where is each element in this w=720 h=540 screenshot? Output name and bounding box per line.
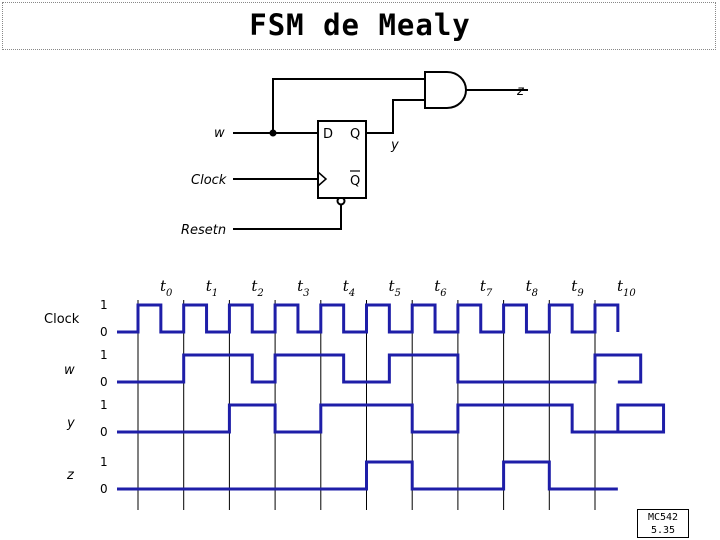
slide-number-badge: MC542 5.35 (637, 509, 689, 538)
signal-name: z (66, 468, 75, 483)
label-z: z (516, 84, 525, 99)
course-code: MC542 (647, 512, 679, 523)
time-label-sub: 9 (577, 288, 584, 299)
label-w: w (214, 126, 225, 141)
time-label-sub: 4 (348, 288, 355, 299)
time-label: t8 (526, 277, 538, 299)
time-label: t9 (571, 277, 584, 299)
title-frame (2, 2, 716, 50)
time-label: t6 (434, 277, 447, 299)
time-label: t10 (617, 277, 636, 299)
label-ff-qbar: Q (350, 174, 360, 189)
signal-name: Clock (44, 312, 80, 327)
time-label-sub: 10 (623, 288, 636, 299)
level-high-label: 1 (100, 348, 108, 362)
signal-name: w (64, 363, 75, 378)
wire-w-to-and (272, 78, 425, 133)
slide-title: FSM de Mealy (249, 8, 471, 42)
signal-name: y (66, 416, 75, 431)
time-label-sub: 2 (256, 288, 263, 299)
waveforms (117, 303, 666, 491)
time-labels: t0 t1 t2 t3 t4 t5 t6 t7 t8 t9 t10 (160, 277, 636, 299)
level-low-label: 0 (100, 482, 108, 496)
slide-number: 5.35 (650, 525, 676, 536)
time-label-sub: 8 (532, 288, 538, 299)
time-label: t1 (206, 277, 218, 299)
and-gate (424, 71, 467, 109)
level-low-label: 0 (100, 325, 108, 339)
time-label: t2 (251, 277, 263, 299)
level-low-label: 0 (100, 425, 108, 439)
waveform-w (117, 353, 643, 384)
waveform-clock (117, 303, 620, 334)
label-resetn: Resetn (181, 223, 226, 238)
wire-y (366, 99, 425, 134)
signal-labels: Clock 1 0 w 1 0 y 1 0 z 1 0 (44, 298, 108, 496)
circuit (233, 78, 528, 230)
label-clock: Clock (191, 173, 227, 188)
time-label-sub: 1 (212, 288, 218, 299)
level-high-label: 1 (100, 455, 108, 469)
time-label-sub: 6 (440, 288, 447, 299)
time-label-sub: 0 (166, 288, 173, 299)
time-label: t7 (480, 277, 493, 299)
time-label-sub: 3 (303, 288, 309, 299)
time-label: t5 (389, 277, 401, 299)
waveform-y (117, 403, 666, 434)
waveform-z (117, 460, 618, 491)
level-high-label: 1 (100, 398, 108, 412)
time-label: t0 (160, 277, 173, 299)
time-label: t4 (343, 277, 355, 299)
time-label-sub: 7 (486, 288, 493, 299)
level-low-label: 0 (100, 375, 108, 389)
time-label: t3 (297, 277, 309, 299)
clock-triangle-icon (317, 171, 328, 187)
label-ff-d: D (323, 127, 333, 142)
label-y: y (390, 138, 399, 153)
time-label-sub: 5 (395, 288, 401, 299)
label-ff-q: Q (350, 127, 360, 142)
wire-reset (233, 205, 342, 230)
level-high-label: 1 (100, 298, 108, 312)
d-flip-flop (317, 120, 367, 199)
